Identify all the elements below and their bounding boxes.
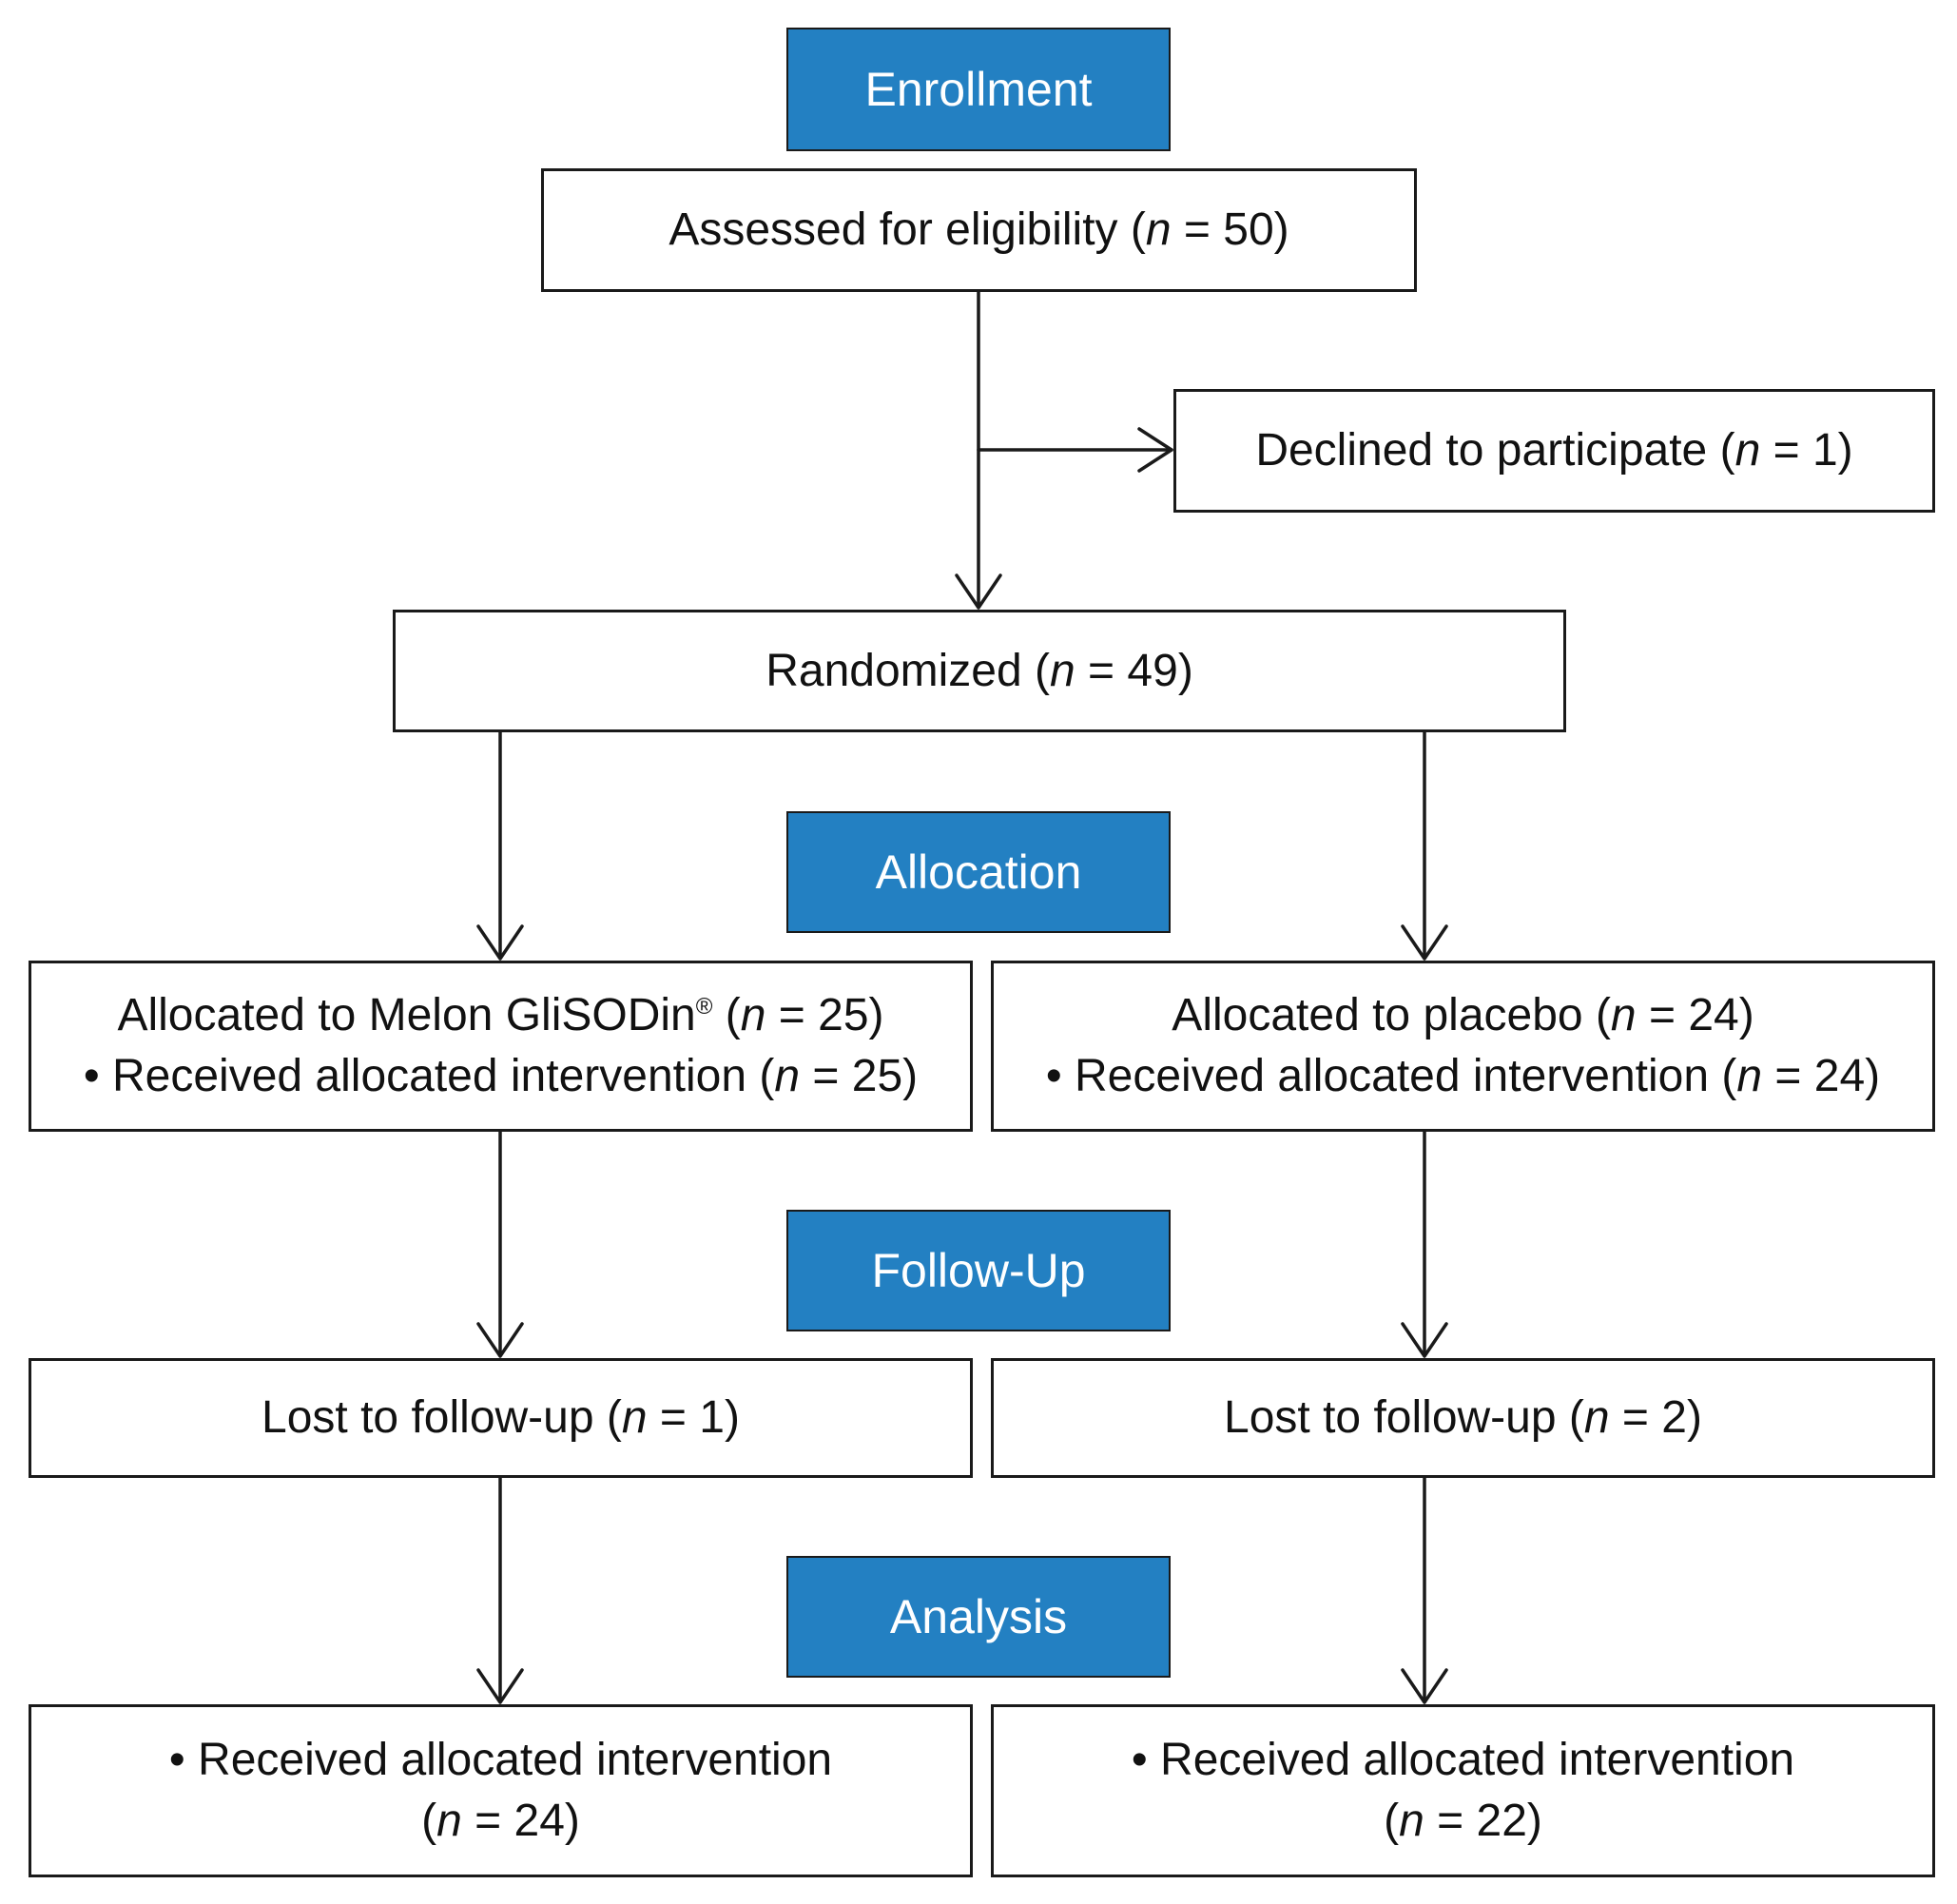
- allocated-left-box: Allocated to Melon GliSODin® (n = 25) • …: [29, 961, 973, 1132]
- analysis-right-line2: (n = 22): [1384, 1796, 1542, 1846]
- stage-allocation-label: Allocation: [875, 845, 1082, 899]
- allocated-right-line1: Allocated to placebo (n = 24): [1172, 990, 1754, 1040]
- declined-box: Declined to participate (n = 1): [1173, 389, 1935, 513]
- n-symbol: n: [774, 1051, 801, 1101]
- n-symbol: n: [1583, 1392, 1610, 1443]
- stage-follow-up: Follow-Up: [786, 1210, 1171, 1331]
- arrowhead-declined: [1137, 427, 1173, 473]
- stage-allocation: Allocation: [786, 811, 1171, 933]
- registered-mark: ®: [695, 994, 713, 1020]
- n-symbol: n: [1736, 1051, 1763, 1101]
- arrowhead-allocated-left: [476, 924, 524, 961]
- arrowhead-lost-left: [476, 1322, 524, 1358]
- stage-enrollment: Enrollment: [786, 28, 1171, 151]
- allocated-right-box: Allocated to placebo (n = 24) • Received…: [991, 961, 1935, 1132]
- n-symbol: n: [1734, 425, 1761, 476]
- n-symbol: n: [1399, 1796, 1424, 1846]
- allocated-right-line2: • Received allocated intervention (n = 2…: [1045, 1051, 1881, 1101]
- randomized-text: Randomized (n = 49): [765, 645, 1193, 696]
- analysis-right-box: • Received allocated intervention (n = 2…: [991, 1704, 1935, 1877]
- n-symbol: n: [1050, 645, 1075, 696]
- stage-enrollment-label: Enrollment: [864, 63, 1093, 116]
- assessed-text: Assessed for eligibility (n = 50): [668, 204, 1289, 255]
- stage-follow-up-label: Follow-Up: [871, 1244, 1086, 1297]
- analysis-left-box: • Received allocated intervention (n = 2…: [29, 1704, 973, 1877]
- arrowhead-analysis-left: [476, 1668, 524, 1704]
- lost-left-box: Lost to follow-up (n = 1): [29, 1358, 973, 1478]
- lost-right-text: Lost to follow-up (n = 2): [1224, 1392, 1702, 1443]
- arrowhead-analysis-right: [1401, 1668, 1448, 1704]
- stage-analysis-label: Analysis: [889, 1590, 1068, 1643]
- n-symbol: n: [740, 990, 766, 1040]
- randomized-box: Randomized (n = 49): [393, 610, 1566, 732]
- n-symbol: n: [621, 1392, 648, 1443]
- assessed-box: Assessed for eligibility (n = 50): [541, 168, 1417, 292]
- n-symbol: n: [1145, 204, 1172, 255]
- n-symbol: n: [436, 1796, 462, 1846]
- arrowhead-randomized: [955, 573, 1002, 610]
- arrowhead-allocated-right: [1401, 924, 1448, 961]
- n-symbol: n: [1610, 990, 1637, 1040]
- lost-left-text: Lost to follow-up (n = 1): [262, 1392, 740, 1443]
- lost-right-box: Lost to follow-up (n = 2): [991, 1358, 1935, 1478]
- arrowhead-lost-right: [1401, 1322, 1448, 1358]
- stage-analysis: Analysis: [786, 1556, 1171, 1678]
- allocated-left-line2: • Received allocated intervention (n = 2…: [83, 1051, 919, 1101]
- analysis-left-line1: • Received allocated intervention: [168, 1735, 833, 1785]
- analysis-right-line1: • Received allocated intervention: [1131, 1735, 1795, 1785]
- analysis-left-line2: (n = 24): [421, 1796, 580, 1846]
- allocated-left-line1: Allocated to Melon GliSODin® (n = 25): [117, 990, 884, 1040]
- declined-text: Declined to participate (n = 1): [1255, 425, 1853, 476]
